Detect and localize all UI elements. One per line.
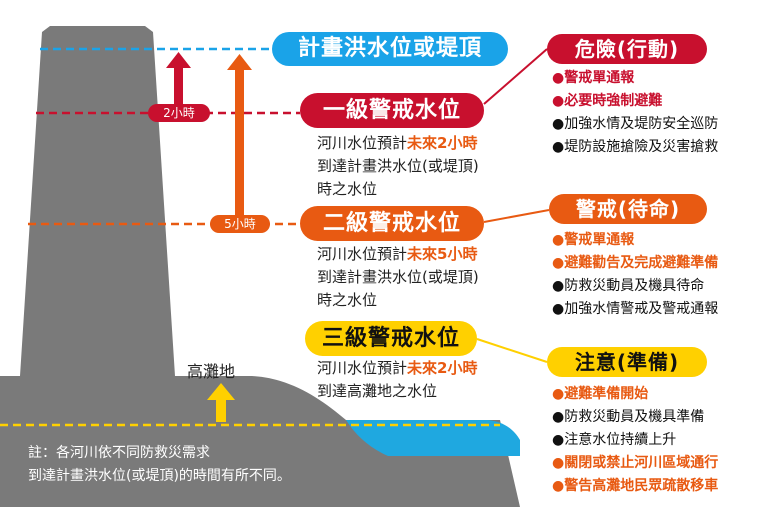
- arrow-5h-shaft: [235, 68, 244, 223]
- arrow-2h-head: [166, 52, 191, 68]
- connector-danger: [483, 48, 548, 105]
- alert-header: 警戒(待命): [549, 194, 707, 224]
- level3-desc-line2: 到達高灘地之水位: [317, 382, 438, 400]
- caution-action-item: ●避難準備開始: [552, 386, 649, 402]
- arrow-5h-head: [227, 54, 252, 70]
- caution-action-list: ●避難準備開始 ●防救災動員及機具準備 ●注意水位持續上升 ●關閉或禁止河川區域…: [552, 383, 718, 498]
- danger-action-list: ●警戒單通報 ●必要時強制避難 ●加強水情及堤防安全巡防 ●堤防設施搶險及災害搶…: [552, 67, 718, 159]
- time-tag-5h: 5小時: [210, 215, 270, 233]
- alert-action-item: ●警戒單通報: [552, 232, 635, 248]
- arrow-2h-shaft: [174, 66, 183, 112]
- connector-caution: [476, 338, 548, 363]
- level1-desc-highlight: 未來2小時: [407, 134, 478, 152]
- level2-desc-line2: 到達計畫洪水位(或堤頂): [317, 268, 479, 286]
- level2-desc-prefix: 河川水位預計: [317, 245, 408, 263]
- footnote-line2: 到達計畫洪水位(或堤頂)的時間有所不同。: [28, 468, 291, 484]
- caution-action-item: ●關閉或禁止河川區域通行: [552, 455, 719, 471]
- level1-label: 一級警戒水位: [300, 93, 484, 128]
- level1-desc-prefix: 河川水位預計: [317, 134, 408, 152]
- high-flat-label: 高灘地: [187, 362, 236, 381]
- alert-action-item: ●防救災動員及機具待命: [552, 278, 705, 294]
- level3-desc-highlight: 未來2小時: [407, 359, 478, 377]
- level3-description: 河川水位預計未來2小時 到達高灘地之水位: [317, 357, 477, 403]
- design-flood-label: 計畫洪水位或堤頂: [272, 32, 508, 66]
- level3-desc-prefix: 河川水位預計: [317, 359, 408, 377]
- caution-action-item: ●防救災動員及機具準備: [552, 409, 705, 425]
- level2-description: 河川水位預計未來5小時 到達計畫洪水位(或堤頂) 時之水位: [317, 243, 479, 312]
- danger-action-item: ●加強水情及堤防安全巡防: [552, 116, 719, 132]
- danger-action-item: ●警戒單通報: [552, 70, 635, 86]
- footnote: 註：各河川依不同防救災需求 到達計畫洪水位(或堤頂)的時間有所不同。: [28, 442, 291, 488]
- level2-desc-highlight: 未來5小時: [407, 245, 478, 263]
- caution-header: 注意(準備): [547, 347, 707, 377]
- alert-action-item: ●加強水情警戒及警戒通報: [552, 301, 719, 317]
- danger-header: 危險(行動): [547, 34, 707, 64]
- time-tag-2h: 2小時: [148, 104, 210, 122]
- arrow-high-head: [207, 383, 235, 400]
- river-water: [346, 420, 520, 456]
- connector-alert: [483, 209, 550, 223]
- caution-action-item: ●注意水位持續上升: [552, 432, 677, 448]
- arrow-high-shaft: [216, 398, 226, 422]
- level2-desc-line3: 時之水位: [317, 291, 378, 309]
- alert-action-list: ●警戒單通報 ●避難勸告及完成避難準備 ●防救災動員及機具待命 ●加強水情警戒及…: [552, 229, 718, 321]
- danger-action-item: ●堤防設施搶險及災害搶救: [552, 139, 719, 155]
- level2-label: 二級警戒水位: [300, 206, 484, 241]
- level1-description: 河川水位預計未來2小時 到達計畫洪水位(或堤頂) 時之水位: [317, 132, 479, 201]
- danger-action-item: ●必要時強制避難: [552, 93, 663, 109]
- level3-label: 三級警戒水位: [305, 321, 477, 356]
- level1-desc-line2: 到達計畫洪水位(或堤頂): [317, 157, 479, 175]
- level1-desc-line3: 時之水位: [317, 180, 378, 198]
- caution-action-item: ●警告高灘地民眾疏散移車: [552, 478, 719, 494]
- levee-shape: [0, 26, 520, 507]
- footnote-line1: 註：各河川依不同防救災需求: [28, 445, 210, 461]
- alert-action-item: ●避難勸告及完成避難準備: [552, 255, 719, 271]
